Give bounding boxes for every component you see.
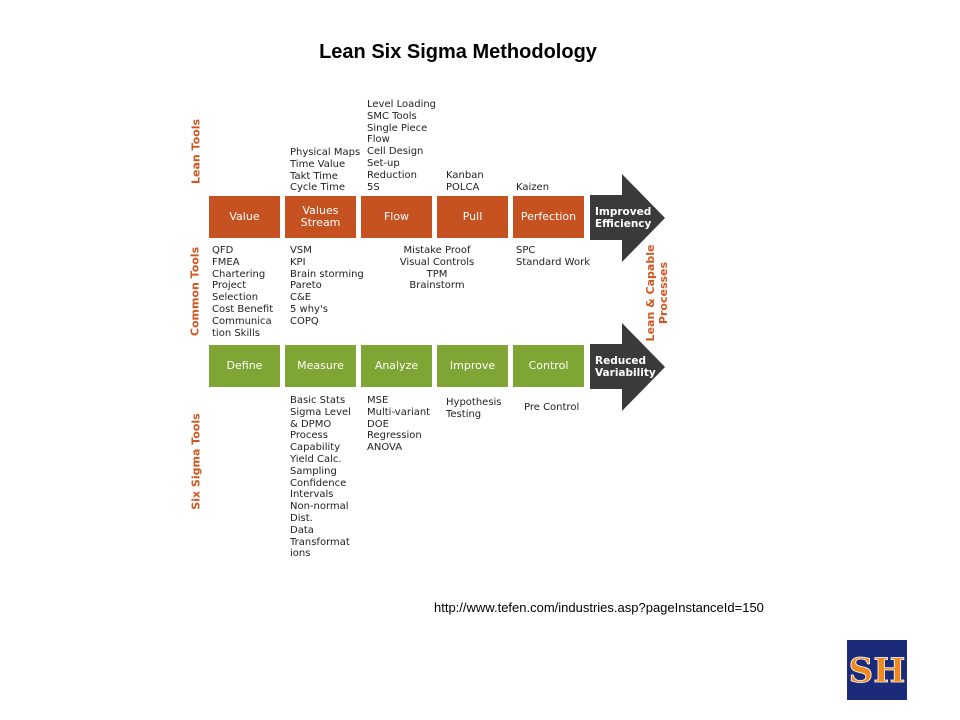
lean-step-pull: Pull bbox=[437, 196, 508, 238]
lean-step-label: Perfection bbox=[520, 210, 577, 223]
sigma-tools-improve: Hypothesis Testing bbox=[446, 397, 502, 420]
common-tools-measure: VSM KPI Brain storming Pareto C&E 5 why'… bbox=[290, 245, 364, 327]
sigma-step-label: Improve bbox=[449, 359, 496, 372]
sigma-step-control: Control bbox=[513, 345, 584, 387]
lean-step-value: Value bbox=[209, 196, 280, 238]
sigma-step-label: Control bbox=[528, 359, 569, 372]
lean-step-label: Values Stream bbox=[300, 204, 341, 229]
sigma-step-label: Define bbox=[226, 359, 263, 372]
reduced-variability-arrow bbox=[590, 323, 665, 411]
lean-tools-perfection: Kaizen bbox=[516, 182, 550, 193]
lean-capable-processes-label: Lean & Capable Processes bbox=[644, 244, 670, 342]
page-title: Lean Six Sigma Methodology bbox=[319, 41, 597, 63]
lean-step-label: Pull bbox=[462, 210, 483, 223]
sigma-tools-measure: Basic Stats Sigma Level & DPMO Process C… bbox=[290, 395, 351, 560]
lean-step-label: Value bbox=[229, 210, 260, 223]
university-logo: SH bbox=[847, 640, 907, 700]
sigma-step-analyze: Analyze bbox=[361, 345, 432, 387]
lean-tools-label: Lean Tools bbox=[189, 118, 203, 185]
improved-efficiency-label: Improved Efficiency bbox=[595, 206, 652, 230]
six-sigma-tools-label: Six Sigma Tools bbox=[189, 413, 203, 510]
sigma-step-label: Analyze bbox=[374, 359, 419, 372]
improved-efficiency-arrow bbox=[590, 174, 665, 262]
common-tools-control: SPC Standard Work bbox=[516, 245, 590, 268]
lean-tools-values-stream: Physical Maps Time Value Takt Time Cycle… bbox=[290, 147, 361, 194]
sigma-step-improve: Improve bbox=[437, 345, 508, 387]
source-url: http://www.tefen.com/industries.asp?page… bbox=[434, 600, 764, 615]
common-tools-analyze-improve: Mistake Proof Visual Controls TPM Brains… bbox=[399, 245, 475, 292]
sigma-step-measure: Measure bbox=[285, 345, 356, 387]
sigma-step-define: Define bbox=[209, 345, 280, 387]
lean-step-values-stream: Values Stream bbox=[285, 196, 356, 238]
sigma-tools-analyze: MSE Multi-variant DOE Regression ANOVA bbox=[367, 395, 431, 454]
lean-step-flow: Flow bbox=[361, 196, 432, 238]
lean-step-label: Flow bbox=[383, 210, 410, 223]
sigma-step-label: Measure bbox=[297, 359, 344, 372]
reduced-variability-label: Reduced Variability bbox=[595, 355, 656, 379]
lean-step-perfection: Perfection bbox=[513, 196, 584, 238]
common-tools-define: QFD FMEA Chartering Project Selection Co… bbox=[212, 245, 274, 339]
sigma-tools-control: Pre Control bbox=[524, 402, 580, 413]
common-tools-label: Common Tools bbox=[188, 246, 202, 337]
lean-tools-pull: Kanban POLCA bbox=[446, 170, 484, 193]
lean-tools-flow: Level Loading SMC Tools Single Piece Flo… bbox=[367, 99, 437, 193]
svg-text:SH: SH bbox=[849, 651, 906, 691]
